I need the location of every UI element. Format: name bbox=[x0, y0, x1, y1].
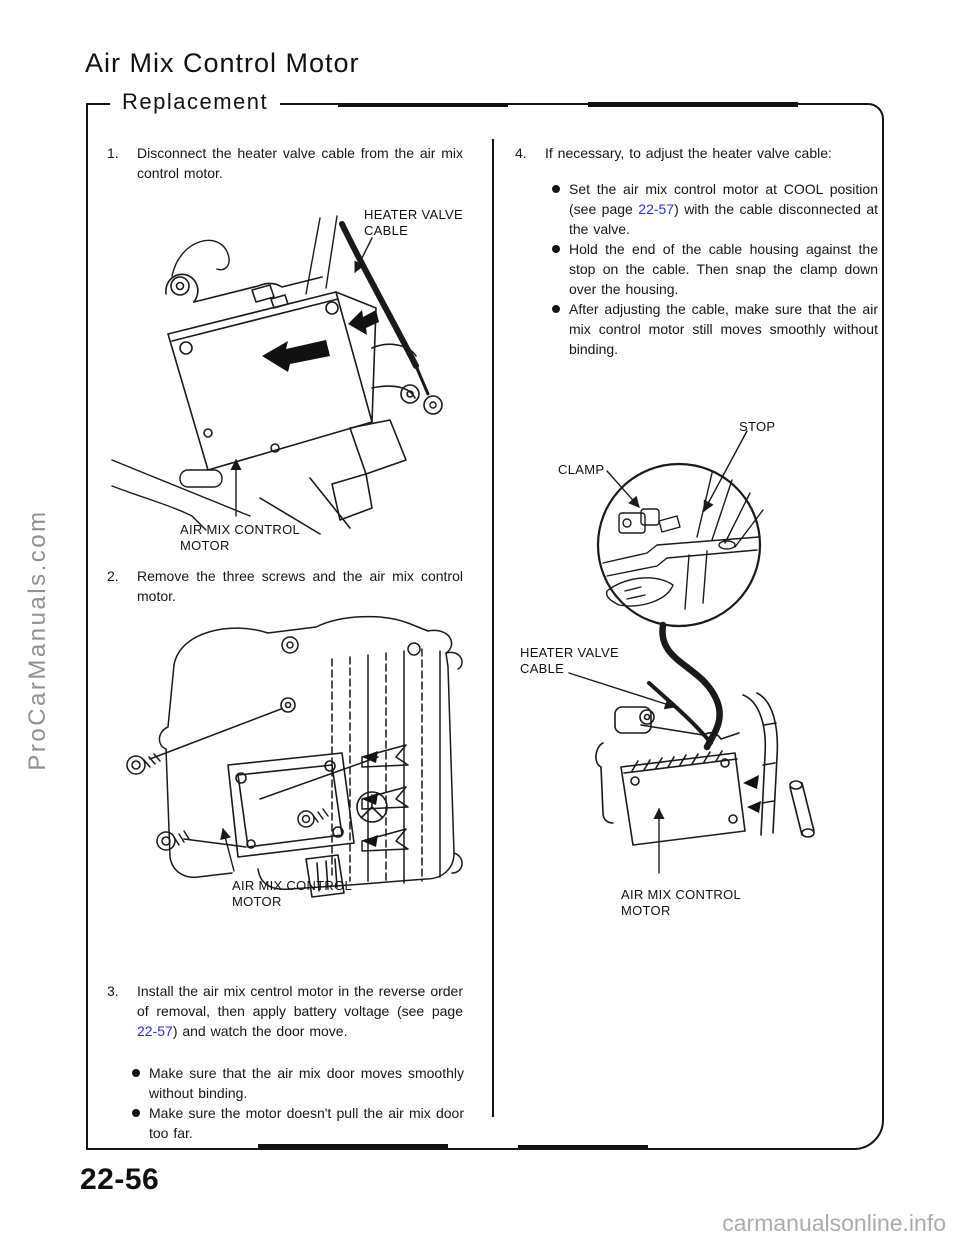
bullet-text: After adjusting the cable, make sure tha… bbox=[569, 301, 878, 357]
cable-drawing bbox=[659, 621, 723, 751]
heater-valve-cable-drawing bbox=[647, 681, 713, 745]
bullet-1-after: ) with the cable disconnected at the val… bbox=[569, 201, 878, 237]
heater-valve-cable-drawing bbox=[339, 221, 443, 415]
cable-leader-arrow bbox=[568, 672, 677, 710]
step-1-number: 1. bbox=[107, 145, 119, 161]
bullet-text: Make sure that the air mix door moves sm… bbox=[149, 1065, 464, 1101]
diagram-heater-unit-screws bbox=[126, 615, 463, 898]
step-4-number: 4. bbox=[515, 145, 527, 161]
screws bbox=[126, 708, 379, 851]
air-mix-control-motor-label: AIR MIX CONTROL MOTOR bbox=[232, 878, 353, 909]
car-body-lines bbox=[111, 215, 338, 531]
step-3-number: 3. bbox=[107, 983, 119, 999]
step-3-bullets: Make sure that the air mix door moves sm… bbox=[132, 1063, 464, 1143]
air-mix-control-motor-drawing bbox=[227, 697, 388, 898]
section-label: Replacement bbox=[110, 89, 281, 115]
step-3-text-after: ) and watch the door move. bbox=[172, 1023, 348, 1039]
air-mix-control-motor-drawing bbox=[165, 273, 420, 535]
step-3-text: Install the air mix centrol motor in the… bbox=[137, 981, 463, 1041]
step-4: 4. If necessary, to adjust the heater va… bbox=[515, 143, 877, 163]
list-item: Set the air mix control motor at COOL po… bbox=[552, 179, 878, 239]
step-2: 2. Remove the three screws and the air m… bbox=[107, 566, 463, 606]
bullet-text: Hold the end of the cable housing agains… bbox=[569, 241, 878, 297]
stop-leader-arrow bbox=[703, 430, 748, 512]
step-4-text: If necessary, to adjust the heater valve… bbox=[545, 145, 832, 161]
detail-circle bbox=[596, 462, 762, 628]
clamp-stop-detail bbox=[602, 472, 764, 610]
column-divider bbox=[492, 139, 494, 1117]
bullet-icon bbox=[552, 245, 560, 253]
bullet-icon bbox=[552, 305, 560, 313]
motor-leader-arrow bbox=[220, 827, 235, 872]
clamp-label: CLAMP bbox=[558, 462, 605, 477]
page-link-22-57[interactable]: 22-57 bbox=[638, 201, 675, 217]
clamp-leader-arrow bbox=[606, 470, 640, 508]
step-3: 3. Install the air mix centrol motor in … bbox=[107, 981, 463, 1041]
air-mix-control-motor-drawing bbox=[595, 692, 815, 846]
stop-label: STOP bbox=[739, 419, 776, 434]
list-item: Make sure that the air mix door moves sm… bbox=[132, 1063, 464, 1103]
bullet-text: Set the air mix control motor at COOL po… bbox=[569, 179, 878, 239]
bullet-icon bbox=[132, 1069, 140, 1077]
step-2-number: 2. bbox=[107, 568, 119, 584]
bullet-1-before: Set the air mix control motor at COOL po… bbox=[569, 181, 878, 217]
list-item: Hold the end of the cable housing agains… bbox=[552, 239, 878, 299]
page-link-22-57[interactable]: 22-57 bbox=[137, 1023, 173, 1039]
scan-artifact bbox=[338, 103, 508, 107]
list-item: After adjusting the cable, make sure tha… bbox=[552, 299, 878, 359]
bullet-icon bbox=[132, 1109, 140, 1117]
scan-artifact bbox=[518, 1145, 648, 1149]
watermark-procarmanuals: ProCarManuals.com bbox=[24, 509, 51, 771]
step-2-text: Remove the three screws and the air mix … bbox=[137, 568, 463, 604]
heater-valve-cable-label: HEATER VALVE CABLE bbox=[520, 645, 619, 676]
watermark-carmanualsonline: carmanualsonline.info bbox=[722, 1210, 946, 1236]
cable-leader-arrow bbox=[354, 237, 373, 274]
page-number: 22-56 bbox=[80, 1163, 160, 1196]
heater-valve-cable-label: HEATER VALVE CABLE bbox=[364, 207, 463, 238]
page-title: Air Mix Control Motor bbox=[85, 48, 360, 78]
diagram-cable-adjustment bbox=[568, 430, 815, 874]
bullet-text: Make sure the motor doesn't pull the air… bbox=[149, 1105, 464, 1141]
bullet-icon bbox=[552, 185, 560, 193]
step-3-text-before: Install the air mix centrol motor in the… bbox=[137, 983, 463, 1019]
replacement-panel: Replacement 1. Disconnect the heater val… bbox=[86, 89, 884, 1150]
diagram-air-mix-motor-cable bbox=[111, 215, 443, 535]
scan-artifact bbox=[258, 1144, 448, 1149]
step-1-text: Disconnect the heater valve cable from t… bbox=[137, 145, 463, 181]
step-4-bullets: Set the air mix control motor at COOL po… bbox=[552, 179, 878, 359]
scan-artifact bbox=[588, 102, 798, 107]
air-mix-control-motor-label: AIR MIX CONTROL MOTOR bbox=[621, 887, 742, 918]
step-1: 1. Disconnect the heater valve cable fro… bbox=[107, 143, 463, 183]
list-item: Make sure the motor doesn't pull the air… bbox=[132, 1103, 464, 1143]
air-mix-control-motor-label: AIR MIX CONTROL MOTOR bbox=[180, 522, 301, 553]
